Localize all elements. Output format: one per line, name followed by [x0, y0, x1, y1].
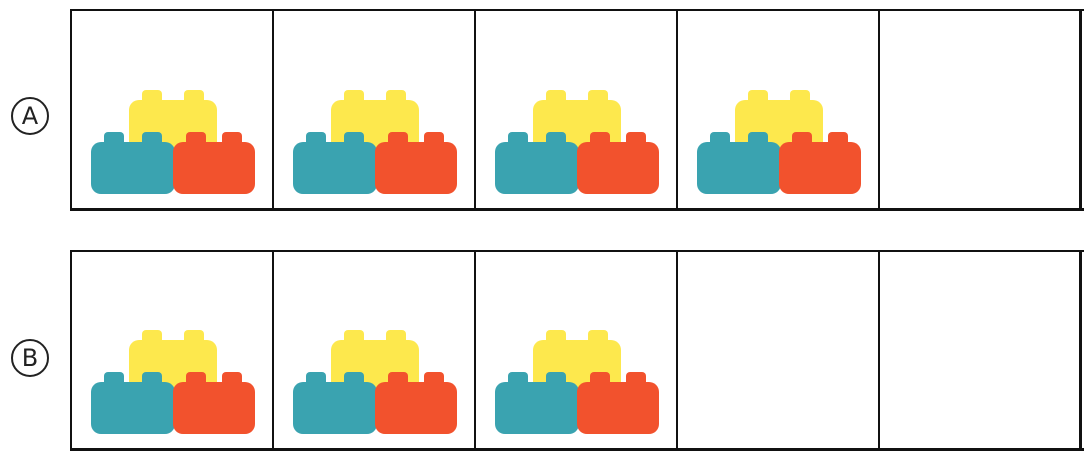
building-blocks-icon: [493, 90, 661, 194]
row-a-label: A: [11, 97, 49, 135]
building-blocks-icon: [695, 90, 863, 194]
row-b-strip: [70, 250, 1084, 451]
row-b-letter: B: [22, 344, 38, 372]
building-blocks-icon: [493, 330, 661, 434]
row-b-label: B: [11, 339, 49, 377]
row-b-cell-5: [880, 252, 1082, 448]
row-b-cell-4: [678, 252, 880, 448]
building-blocks-icon: [89, 90, 257, 194]
row-a-cell-2: [274, 11, 476, 208]
row-a-cell-1: [72, 11, 274, 208]
building-blocks-icon: [291, 330, 459, 434]
row-b-cell-2: [274, 252, 476, 448]
row-a-strip: [70, 9, 1084, 211]
row-b-cell-1: [72, 252, 274, 448]
row-b-cell-3: [476, 252, 678, 448]
row-a-cell-4: [678, 11, 880, 208]
building-blocks-icon: [89, 330, 257, 434]
row-a-letter: A: [22, 102, 38, 130]
row-a-cell-3: [476, 11, 678, 208]
building-blocks-icon: [291, 90, 459, 194]
row-a-cell-5: [880, 11, 1082, 208]
